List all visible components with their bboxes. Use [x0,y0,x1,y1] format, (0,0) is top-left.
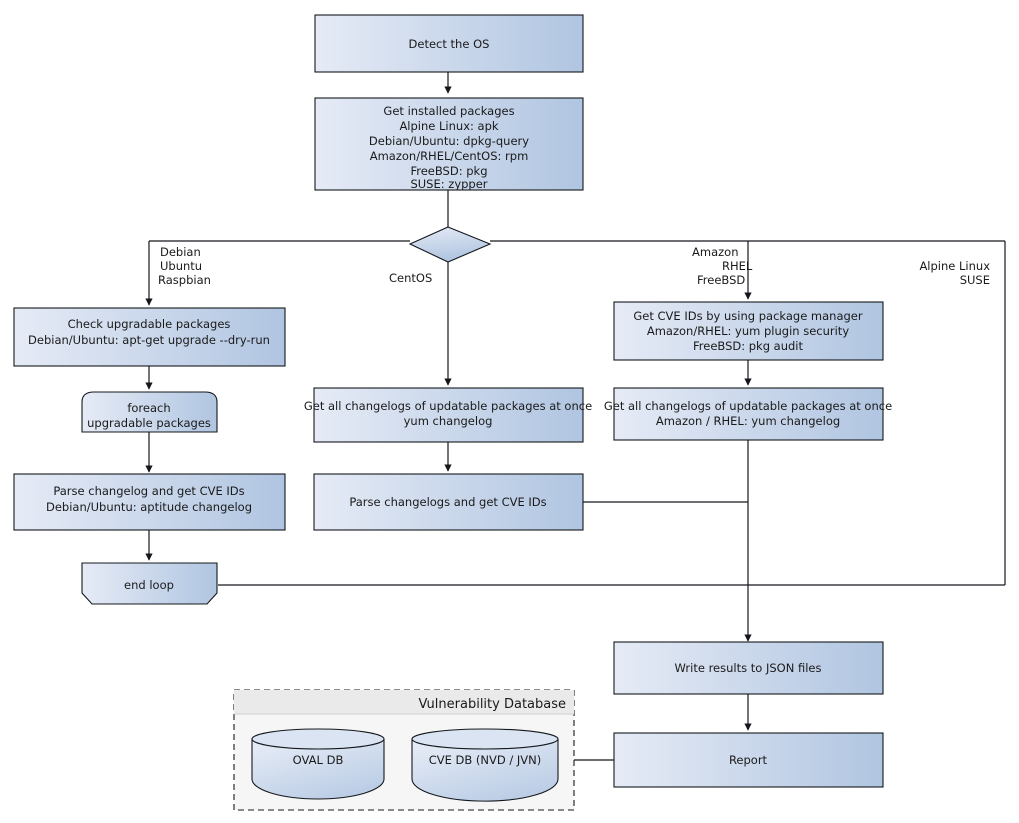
write-results-label: Write results to JSON files [675,661,822,675]
oval-db-top [251,728,385,750]
cve-db-cylinder: CVE DB (NVD / JVN) [411,728,559,802]
branch-debian-line-3: Raspbian [158,273,211,287]
cve-db-top [411,728,559,750]
cve-db-body [411,738,559,802]
changelogs-rhel-line-1: Get all changelogs of updatable packages… [604,399,892,413]
node-get-installed-packages[interactable]: Get installed packages Alpine Linux: apk… [314,97,584,191]
packages-line-1: Get installed packages [383,104,514,118]
changelogs-centos-box[interactable] [313,387,584,443]
changelogs-centos-line-1: Get all changelogs of updatable packages… [304,399,592,413]
node-get-cve-ids-pkgmgr[interactable]: Get CVE IDs by using package manager Ama… [613,301,884,361]
branch-label-centos: CentOS [389,271,432,285]
oval-db-cylinder: OVAL DB [251,728,385,800]
parse-changelog-line-1: Parse changelog and get CVE IDs [53,484,244,498]
parse-changelogs-centos-box[interactable] [313,473,584,531]
packages-line-6: SUSE: zypper [410,177,487,191]
branch-amazon-line-3: FreeBSD [697,273,745,287]
foreach-loop-shape[interactable] [81,391,218,433]
edges [145,72,1006,761]
group-title: Vulnerability Database [419,697,566,712]
get-cve-ids-box[interactable] [613,301,884,361]
group-header [234,690,574,714]
changelogs-centos-line-2: yum changelog [404,414,493,428]
packages-line-4: Amazon/RHEL/CentOS: rpm [370,149,529,163]
parse-changelog-debian-box[interactable] [13,473,286,531]
os-decision-diamond[interactable] [408,226,492,263]
node-report[interactable]: Report [613,732,884,788]
node-changelogs-centos[interactable]: Get all changelogs of updatable packages… [304,387,592,443]
end-loop-label: end loop [124,578,174,592]
branch-amazon-line-1: Amazon [692,245,738,259]
node-end-loop[interactable]: end loop [81,562,218,605]
check-upgradable-box[interactable] [13,307,286,367]
oval-db-label: OVAL DB [293,753,344,767]
branch-label-debian: Debian Ubuntu Raspbian [158,245,211,287]
foreach-line-2: upgradable packages [87,416,211,430]
cve-db-label: CVE DB (NVD / JVN) [429,753,542,767]
check-upgradable-line-1: Check upgradable packages [68,317,231,331]
node-check-upgradable[interactable]: Check upgradable packages Debian/Ubuntu:… [13,307,286,367]
branch-label-amazon: Amazon RHEL FreeBSD [692,245,753,287]
node-foreach-loop[interactable]: foreach upgradable packages [81,391,218,433]
packages-line-3: Debian/Ubuntu: dpkg-query [369,134,529,148]
node-parse-changelog-debian[interactable]: Parse changelog and get CVE IDs Debian/U… [13,473,286,531]
changelogs-rhel-box[interactable] [613,387,884,441]
get-cve-ids-line-2: Amazon/RHEL: yum plugin security [647,324,849,338]
get-installed-packages-box[interactable] [314,97,584,191]
packages-line-5: FreeBSD: pkg [410,164,487,178]
branch-alpine-line-2: SUSE [960,273,990,287]
vulnerability-database-group: Vulnerability Database OVAL DB CVE DB (N… [233,689,575,811]
end-loop-shape[interactable] [81,562,218,605]
branch-amazon-line-2: RHEL [722,259,753,273]
detect-os-box[interactable] [314,14,584,73]
write-results-box[interactable] [613,641,884,695]
detect-os-label: Detect the OS [409,37,490,51]
node-parse-changelogs-centos[interactable]: Parse changelogs and get CVE IDs [313,473,584,531]
check-upgradable-line-2: Debian/Ubuntu: apt-get upgrade --dry-run [28,333,270,347]
node-os-decision[interactable] [408,226,492,263]
branch-debian-line-1: Debian [160,245,201,259]
report-label: Report [729,753,768,767]
branch-centos-line-1: CentOS [389,271,432,285]
get-cve-ids-line-1: Get CVE IDs by using package manager [633,309,863,323]
report-box[interactable] [613,732,884,788]
parse-changelogs-centos-label: Parse changelogs and get CVE IDs [349,495,546,509]
changelogs-rhel-line-2: Amazon / RHEL: yum changelog [656,414,840,428]
node-changelogs-rhel[interactable]: Get all changelogs of updatable packages… [604,387,892,441]
branch-label-alpine: Alpine Linux SUSE [919,259,990,287]
get-cve-ids-line-3: FreeBSD: pkg audit [693,339,804,353]
node-detect-os[interactable]: Detect the OS [314,14,584,73]
oval-db-body [251,738,385,800]
packages-line-2: Alpine Linux: apk [399,119,498,133]
branch-debian-line-2: Ubuntu [160,259,202,273]
branch-alpine-line-1: Alpine Linux [919,259,990,273]
node-write-results[interactable]: Write results to JSON files [613,641,884,695]
parse-changelog-line-2: Debian/Ubuntu: aptitude changelog [46,500,252,514]
foreach-line-1: foreach [127,401,170,415]
